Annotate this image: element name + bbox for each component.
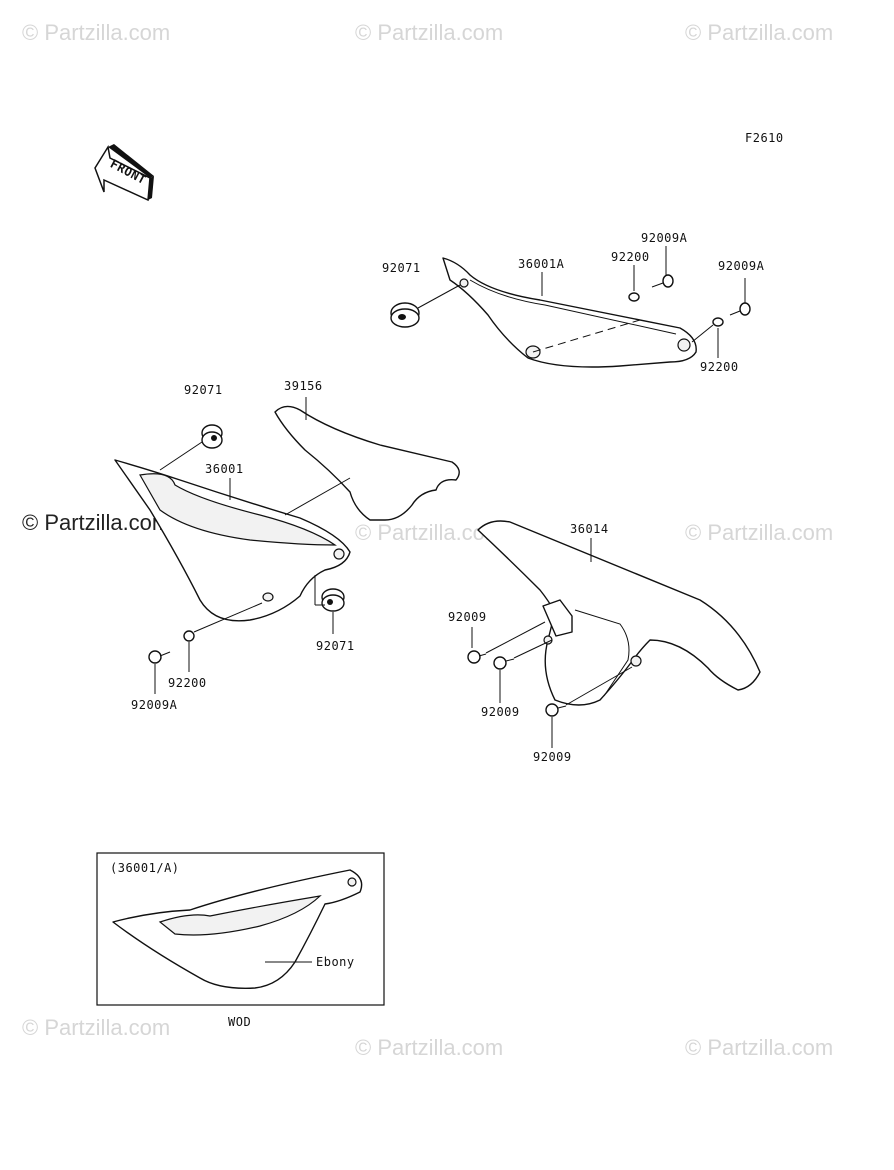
washer-92200-top xyxy=(628,265,640,302)
part-label: 92009 xyxy=(481,705,520,719)
inset-box: (36001/A) Ebony xyxy=(96,852,385,1006)
part-label: 92009A xyxy=(718,259,765,273)
screw-92009A-left xyxy=(148,650,171,694)
grommet-92071-top xyxy=(390,284,461,328)
part-label: 92009 xyxy=(533,750,572,764)
watermark: © Partzilla.com xyxy=(685,20,833,45)
part-label: 36001A xyxy=(518,257,565,271)
bolt-92009-c xyxy=(545,666,633,748)
watermark: © Partzilla.com xyxy=(22,1015,170,1040)
watermark: © Partzilla.com xyxy=(685,520,833,545)
inset-title: (36001/A) xyxy=(110,861,180,875)
inset-caption: WOD xyxy=(228,1015,251,1029)
part-label: 36001 xyxy=(205,462,244,476)
watermark: © Partzilla.com xyxy=(355,1035,503,1060)
part-label: 92009A xyxy=(131,698,178,712)
front-arrow-icon: FRONT xyxy=(94,144,154,202)
washer-92200-right xyxy=(691,317,724,358)
part-label: 92071 xyxy=(316,639,355,653)
part-label: 92009A xyxy=(641,231,688,245)
screw-92009A-right xyxy=(729,278,751,316)
part-label: 92200 xyxy=(168,676,207,690)
watermark-prominent: © Partzilla.com xyxy=(22,510,170,535)
bolt-92009-b xyxy=(493,639,553,703)
washer-92200-left xyxy=(183,602,263,672)
bolt-92009-a xyxy=(467,621,546,664)
watermark: © Partzilla.com xyxy=(22,20,170,45)
grommet-92071-lower xyxy=(314,575,345,634)
part-label: 92071 xyxy=(382,261,421,275)
part-label: 39156 xyxy=(284,379,323,393)
watermark: © Partzilla.com xyxy=(355,520,503,545)
figure-code: F2610 xyxy=(745,131,784,145)
watermark: © Partzilla.com xyxy=(685,1035,833,1060)
side-cover-36001 xyxy=(114,437,351,622)
chain-guard-36014 xyxy=(477,520,761,706)
side-cover-36001A xyxy=(442,257,697,368)
part-label: 92071 xyxy=(184,383,223,397)
part-label: 36014 xyxy=(570,522,609,536)
panel-39156 xyxy=(274,405,460,521)
screw-92009A-top xyxy=(651,246,674,288)
part-label: 92009 xyxy=(448,610,487,624)
part-label: 92200 xyxy=(611,250,650,264)
watermark: © Partzilla.com xyxy=(355,20,503,45)
part-label: 92200 xyxy=(700,360,739,374)
inset-color-label: Ebony xyxy=(316,955,355,969)
watermarks: © Partzilla.com © Partzilla.com © Partzi… xyxy=(22,20,833,1060)
grommet-92071-left xyxy=(201,424,223,449)
